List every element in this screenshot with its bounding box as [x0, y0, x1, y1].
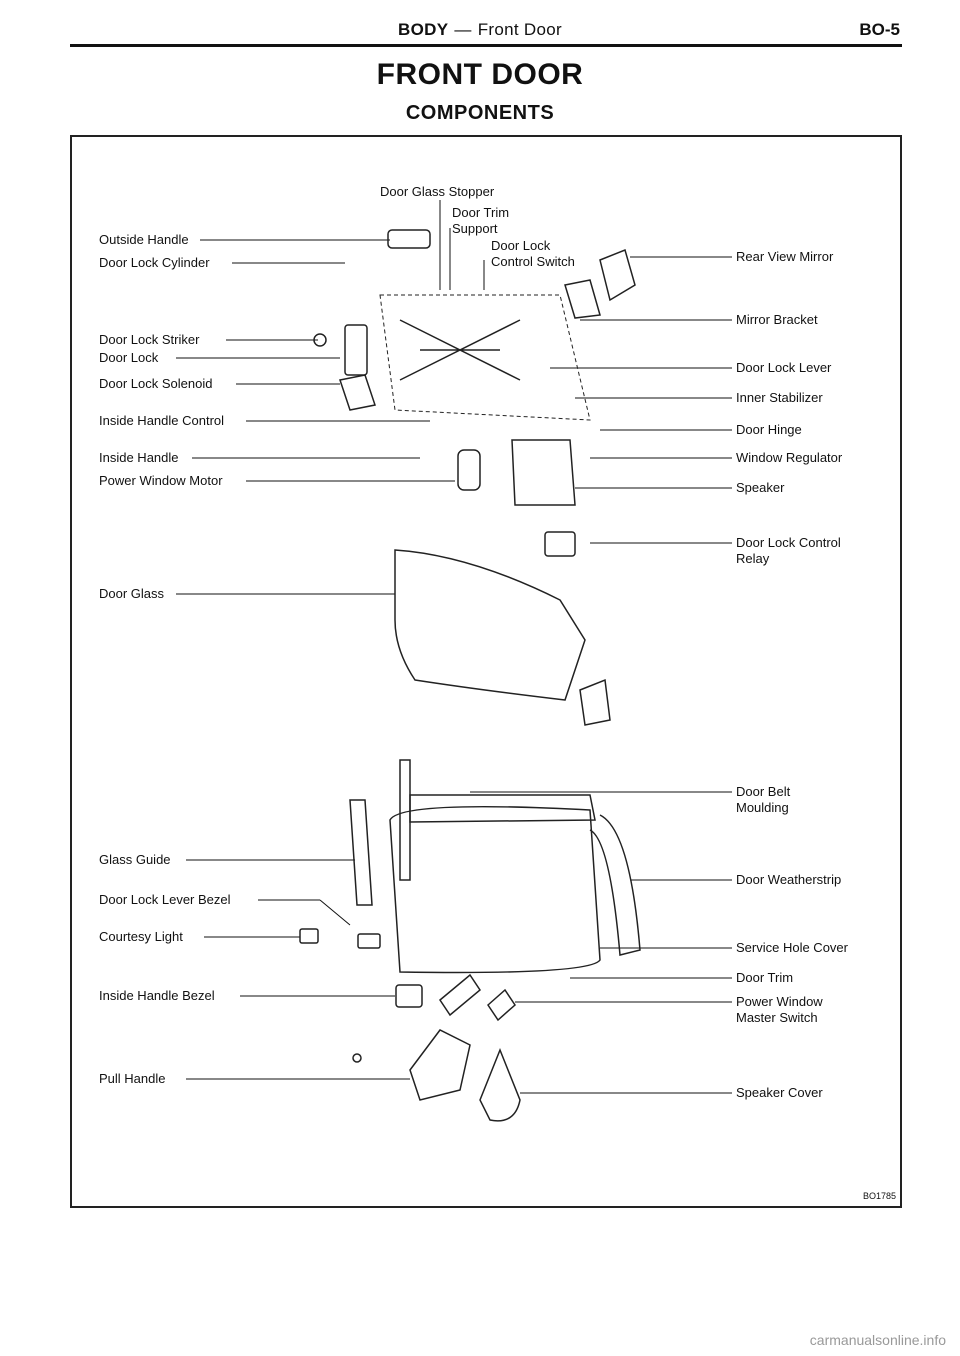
- label-door-lock: Door Lock: [99, 350, 159, 365]
- label-power-window-motor: Power Window Motor: [99, 473, 223, 488]
- power-window-motor-part: [457, 449, 481, 491]
- header-separator: —: [454, 20, 472, 39]
- door-frame-outline: [379, 294, 591, 421]
- pull-handle-screw-part: [352, 1053, 362, 1063]
- door-trim-panel-part: [389, 805, 601, 974]
- page-subtitle: COMPONENTS: [405, 102, 555, 124]
- header-rule: [70, 44, 902, 47]
- master-switch-part: [487, 988, 516, 1022]
- pull-handle-part: [409, 1029, 471, 1101]
- speaker-part: [511, 439, 576, 506]
- label-inside-handle-control: Inside Handle Control: [99, 413, 225, 428]
- page-header: BODY — Front Door: [0, 20, 960, 40]
- label-speaker: Speaker: [736, 480, 785, 495]
- label-door-glass-stopper: Door Glass Stopper: [380, 184, 495, 199]
- rear-view-mirror-part: [599, 248, 636, 302]
- label-door-lock-cylinder: Door Lock Cylinder: [99, 255, 210, 270]
- label-door-glass: Door Glass: [99, 586, 165, 601]
- diagram-frame: [70, 135, 902, 1208]
- label-courtesy-light: Courtesy Light: [99, 929, 183, 944]
- door-lock-solenoid-part: [339, 374, 376, 411]
- master-switch-plate-part: [439, 973, 481, 1017]
- header-section: BODY: [398, 20, 449, 39]
- page-title: FRONT DOOR: [376, 58, 584, 91]
- label-speaker-cover: Speaker Cover: [736, 1085, 823, 1100]
- label-pull-handle: Pull Handle: [99, 1071, 166, 1086]
- page-number: BO-5: [859, 20, 900, 39]
- leader-lines: [176, 200, 732, 1094]
- label-door-lock-striker: Door Lock Striker: [99, 332, 200, 347]
- label-door-lock-solenoid: Door Lock Solenoid: [99, 376, 213, 391]
- door-weatherstrip-part: [589, 814, 641, 956]
- door-lock-lever-bezel-part: [357, 933, 381, 949]
- door-belt-moulding-part: [409, 794, 596, 823]
- label-door-lock-lever-bezel: Door Lock Lever Bezel: [99, 892, 231, 907]
- figure-id: BO1785: [862, 1191, 896, 1201]
- label-door-trim-support: Door Trim Support: [452, 205, 510, 236]
- footer-watermark: carmanualsonline.info: [809, 1332, 946, 1348]
- label-rear-view-mirror: Rear View Mirror: [736, 249, 834, 264]
- window-regulator-part: [399, 319, 521, 381]
- glass-guide-rail-part: [349, 799, 373, 906]
- label-mirror-bracket: Mirror Bracket: [736, 312, 818, 327]
- label-door-hinge: Door Hinge: [736, 422, 802, 437]
- door-lock-striker-part: [313, 333, 327, 347]
- label-door-trim: Door Trim: [736, 970, 794, 985]
- door-glass-part: [394, 549, 586, 701]
- glass-stopper-part: [579, 678, 611, 726]
- label-door-lock-control-relay: Door Lock Control Relay: [736, 535, 841, 566]
- label-power-window-master-switch: Power Window Master Switch: [736, 994, 823, 1025]
- label-door-belt-moulding: Door Belt Moulding: [736, 784, 791, 815]
- label-inside-handle: Inside Handle: [99, 450, 179, 465]
- door-lock-control-relay-part: [544, 531, 576, 557]
- label-door-lock-lever: Door Lock Lever: [736, 360, 832, 375]
- label-door-weatherstrip: Door Weatherstrip: [736, 872, 842, 887]
- label-inside-handle-bezel: Inside Handle Bezel: [99, 988, 215, 1003]
- mirror-bracket-part: [564, 279, 601, 319]
- label-outside-handle: Outside Handle: [99, 232, 189, 247]
- label-window-regulator: Window Regulator: [736, 450, 843, 465]
- label-inner-stabilizer: Inner Stabilizer: [736, 390, 823, 405]
- label-door-lock-control-switch: Door Lock Control Switch: [491, 238, 575, 269]
- door-lock-part: [344, 324, 368, 376]
- label-service-hole-cover: Service Hole Cover: [736, 940, 848, 955]
- courtesy-light-part: [299, 928, 319, 944]
- outside-handle-part: [387, 229, 431, 249]
- header-subsection: Front Door: [477, 20, 562, 39]
- label-glass-guide: Glass Guide: [99, 852, 171, 867]
- glass-guide-part: [399, 759, 411, 881]
- speaker-cover-part: [479, 1047, 521, 1122]
- inside-handle-bezel-part: [395, 984, 423, 1008]
